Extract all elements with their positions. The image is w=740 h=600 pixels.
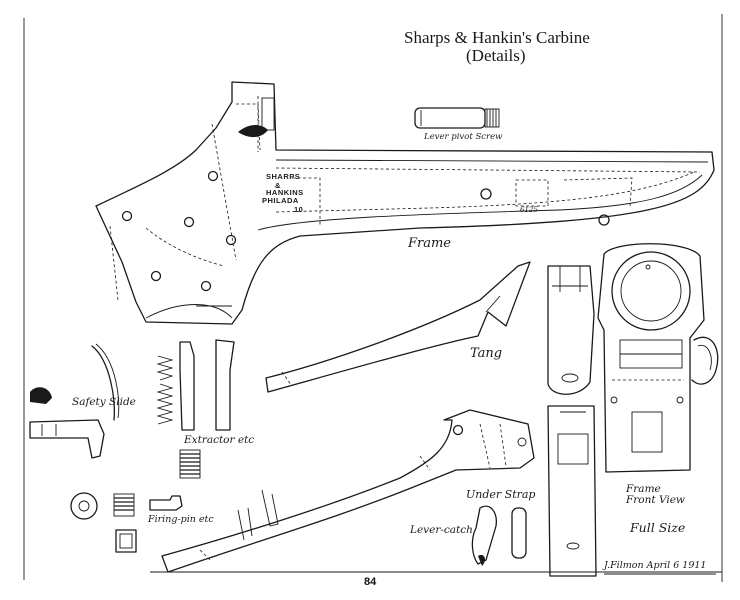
frame-front-view-label: Frame Front View — [626, 483, 685, 506]
sheet-title: Sharps & Hankin's Carbine — [404, 28, 590, 47]
frame-stamp-line1: SHARPS — [266, 172, 301, 181]
under-strap-drawing — [511, 405, 597, 577]
safety-slide-drawing — [29, 343, 120, 459]
frame-stamp-line3: HANKINS — [266, 188, 304, 197]
tang-drawing — [265, 261, 531, 393]
dimension-mark: 6125 — [520, 206, 538, 214]
breech-block-drawing — [547, 265, 595, 395]
frame-stamp-line2: & — [275, 181, 281, 190]
frame-side-view — [95, 81, 715, 325]
firing-pin-label: Firing-pin etc — [148, 514, 214, 525]
sheet-border — [23, 14, 723, 582]
lever-drawing — [161, 409, 535, 573]
signature: J.Filmon April 6 1911 — [604, 560, 707, 571]
under-strap-label: Under Strap — [466, 488, 536, 501]
firing-pin-drawing — [70, 492, 183, 553]
extractor-drawing — [156, 339, 235, 479]
lever-catch-drawing — [471, 505, 497, 566]
full-size-note: Full Size — [630, 520, 686, 535]
frame-front-view-drawing — [597, 243, 719, 473]
frame-stamp-line4: PHILADA — [262, 196, 299, 205]
page-number: 84 — [364, 576, 377, 588]
lever-pivot-screw-label: Lever pivot Screw — [424, 132, 503, 142]
tang-label: Tang — [470, 346, 503, 361]
sheet-subtitle: (Details) — [466, 46, 526, 65]
frame-stamp-serial: 10 — [294, 205, 304, 214]
safety-slide-label: Safety Slide — [72, 396, 136, 408]
frame-label: Frame — [408, 236, 452, 251]
lever-catch-label: Lever-catch — [410, 524, 473, 536]
lever-pivot-screw-drawing — [414, 107, 500, 129]
extractor-label: Extractor etc — [184, 434, 255, 446]
